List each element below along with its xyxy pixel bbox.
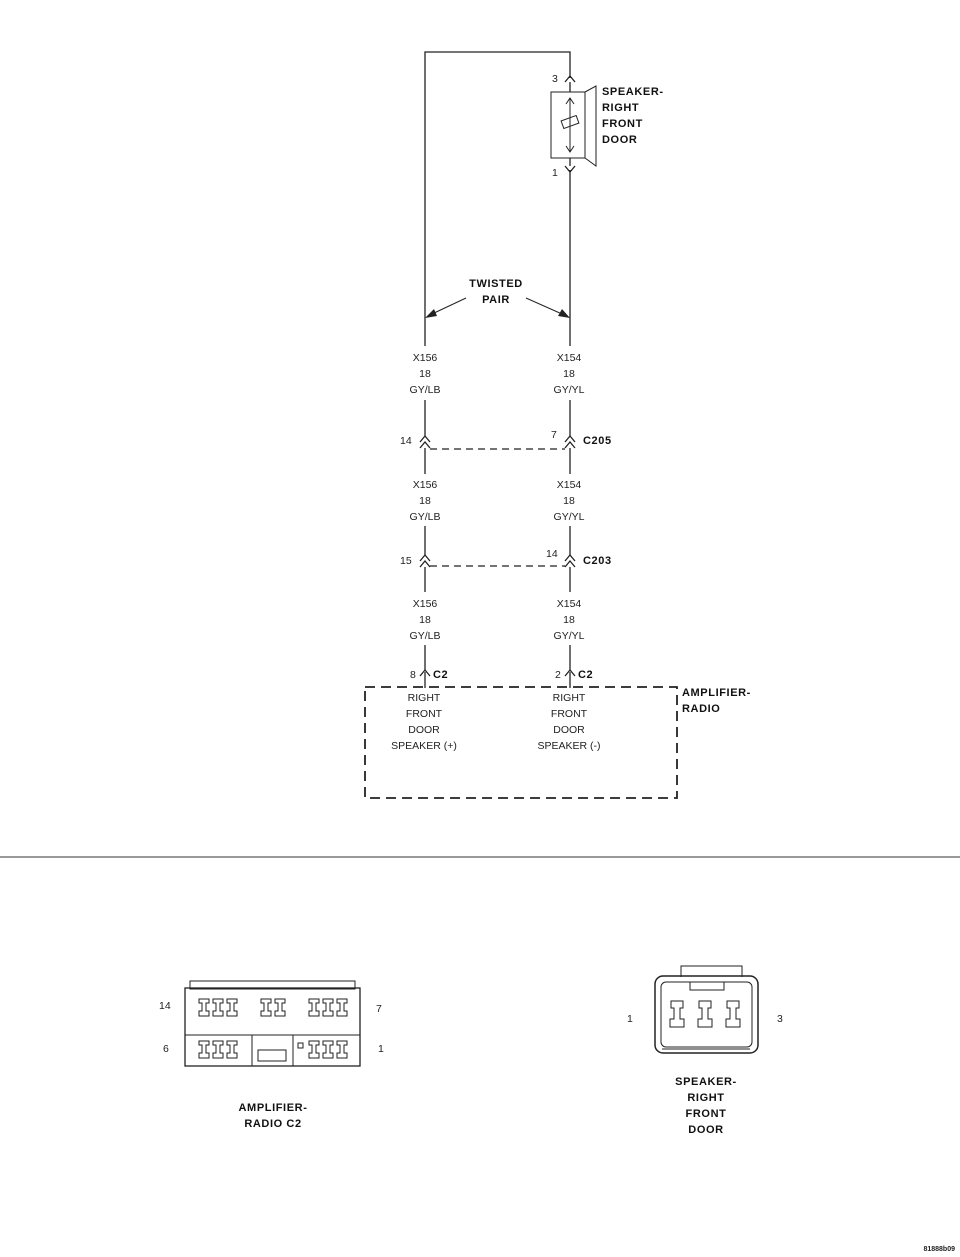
speaker-label-line-2: RIGHT (602, 102, 639, 114)
left-wire-circuit-3: X156 (413, 598, 438, 610)
amplifier-radio-box (364, 686, 678, 799)
amp-right-terminal-line-2: FRONT (551, 708, 588, 720)
amp-c2-top-cavities (198, 998, 348, 1017)
amp-c2-label-line-2: RADIO C2 (244, 1118, 301, 1130)
right-wire-gauge-2: 18 (563, 495, 575, 507)
left-wire-circuit-1: X156 (413, 352, 438, 364)
speaker-conn-label-line-1: SPEAKER- (675, 1076, 737, 1088)
left-wire-color-1: GY/LB (410, 384, 441, 396)
right-wire-gauge-3: 18 (563, 614, 575, 626)
amp-right-terminal-line-1: RIGHT (553, 692, 586, 704)
c2-right-pin: 2 (555, 669, 561, 681)
speaker-symbol (550, 74, 597, 174)
amp-left-terminal-line-2: FRONT (406, 708, 443, 720)
speaker-conn-pin-3: 3 (777, 1013, 783, 1025)
twisted-pair-line-2: PAIR (482, 294, 510, 306)
speaker-label-line-1: SPEAKER- (602, 86, 664, 98)
c2-left-label: C2 (433, 669, 448, 681)
speaker-label-line-3: FRONT (602, 118, 643, 130)
right-wire-color-2: GY/YL (554, 511, 585, 523)
left-wire-circuit-2: X156 (413, 479, 438, 491)
speaker-conn-pin-1: 1 (627, 1013, 633, 1025)
amp-right-terminal-line-4: SPEAKER (-) (537, 740, 600, 752)
speaker-connector-view (654, 965, 759, 1054)
twisted-pair-line-1: TWISTED (469, 278, 523, 290)
right-wire-circuit-2: X154 (557, 479, 582, 491)
amp-left-terminal-line-1: RIGHT (408, 692, 441, 704)
speaker-label: SPEAKER- RIGHT FRONT DOOR (602, 86, 664, 146)
amp-c2-pin-14: 14 (159, 1000, 171, 1012)
twisted-pair-arrows (425, 297, 570, 318)
amp-left-terminal-line-3: DOOR (408, 724, 440, 736)
amp-c2-pin-1: 1 (378, 1043, 384, 1055)
connector-c2 (419, 668, 576, 677)
left-wire-color-2: GY/LB (410, 511, 441, 523)
right-wire-circuit-1: X154 (557, 352, 582, 364)
left-wire (424, 51, 571, 320)
amplifier-label-line-2: RADIO (682, 703, 720, 715)
speaker-conn-label-line-2: RIGHT (687, 1092, 724, 1104)
amp-c2-pin-6: 6 (163, 1043, 169, 1055)
left-wire-gauge-1: 18 (419, 368, 431, 380)
speaker-pin-top: 3 (552, 73, 558, 85)
c203-right-pin: 14 (546, 548, 558, 560)
c203-left-pin: 15 (400, 555, 412, 567)
left-wire-gauge-2: 18 (419, 495, 431, 507)
speaker-conn-label-line-4: DOOR (688, 1124, 723, 1136)
connector-c203 (419, 553, 576, 568)
amp-c2-label-line-1: AMPLIFIER- (239, 1102, 308, 1114)
speaker-label-line-4: DOOR (602, 134, 637, 146)
speaker-conn-label-line-3: FRONT (686, 1108, 727, 1120)
c2-right-label: C2 (578, 669, 593, 681)
speaker-pin-bottom: 1 (552, 167, 558, 179)
right-wire-color-3: GY/YL (554, 630, 585, 642)
amp-left-terminal-line-4: SPEAKER (+) (391, 740, 457, 752)
amp-c2-connector-view (184, 980, 361, 1067)
amplifier-label-line-1: AMPLIFIER- (682, 687, 751, 699)
connector-c205 (419, 434, 576, 450)
amp-c2-pin-7: 7 (376, 1003, 382, 1015)
c205-left-pin: 14 (400, 435, 412, 447)
c2-left-pin: 8 (410, 669, 416, 681)
figure-id: 81888b09 (923, 1246, 955, 1253)
c205-right-pin: 7 (551, 429, 557, 441)
right-wire-color-1: GY/YL (554, 384, 585, 396)
left-wire-color-3: GY/LB (410, 630, 441, 642)
c203-label: C203 (583, 555, 612, 567)
amp-right-terminal-line-3: DOOR (553, 724, 585, 736)
c205-label: C205 (583, 435, 612, 447)
right-wire-circuit-3: X154 (557, 598, 582, 610)
amp-c2-bottom-cavities (198, 1040, 348, 1059)
right-wire-gauge-1: 18 (563, 368, 575, 380)
left-wire-gauge-3: 18 (419, 614, 431, 626)
